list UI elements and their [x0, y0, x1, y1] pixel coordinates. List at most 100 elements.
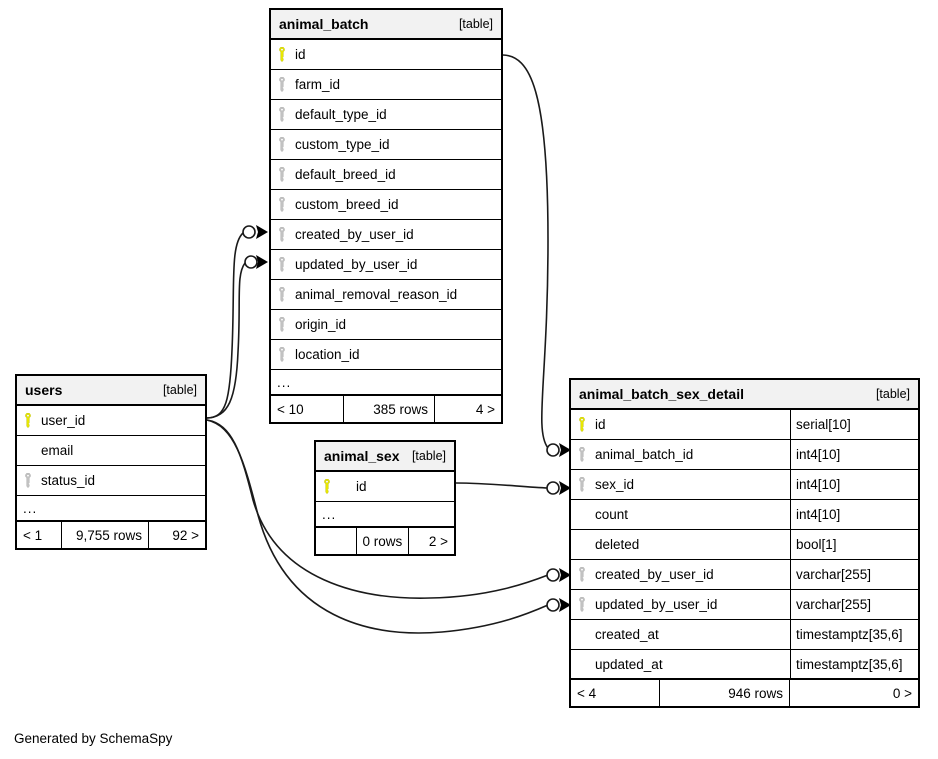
column-type: int4[10]	[790, 440, 918, 469]
column-name: updated_by_user_id	[595, 597, 718, 612]
table-row[interactable]: id serial[10]	[571, 410, 918, 440]
footer-children-count[interactable]: 2 >	[428, 533, 448, 549]
column-name: origin_id	[295, 317, 347, 332]
table-row[interactable]: status_id	[17, 466, 205, 496]
table-header: users [table]	[17, 376, 205, 406]
column-name: custom_type_id	[295, 137, 390, 152]
no-key-spacer	[571, 500, 593, 529]
table-row[interactable]: default_breed_id	[271, 160, 501, 190]
footer-children-count[interactable]: 92 >	[172, 527, 199, 543]
table-row[interactable]: deleted bool[1]	[571, 530, 918, 560]
table-row[interactable]: created_by_user_id	[271, 220, 501, 250]
edge-circle-marker	[546, 568, 560, 582]
edge-circle-marker	[546, 481, 560, 495]
foreign-key-icon	[271, 220, 293, 249]
table-users[interactable]: users [table] user_id email status_id ..…	[15, 374, 207, 550]
table-row[interactable]: custom_breed_id	[271, 190, 501, 220]
table-animal-batch-sex-detail[interactable]: animal_batch_sex_detail [table] id seria…	[569, 378, 920, 708]
footer-children-count[interactable]: 0 >	[892, 685, 912, 701]
table-title: animal_batch	[279, 16, 369, 32]
foreign-key-icon	[271, 100, 293, 129]
generated-by-credit: Generated by SchemaSpy	[14, 731, 173, 746]
column-type: serial[10]	[790, 410, 918, 439]
table-row[interactable]: default_type_id	[271, 100, 501, 130]
footer-row-count: 385 rows	[343, 396, 435, 422]
no-key-spacer	[17, 436, 39, 465]
edge-circle-marker	[244, 255, 258, 269]
foreign-key-icon	[271, 130, 293, 159]
table-animal-batch[interactable]: animal_batch [table] id farm_id default_…	[269, 8, 503, 424]
table-footer: < 4 946 rows 0 >	[571, 680, 918, 706]
column-name: default_type_id	[295, 107, 387, 122]
no-key-spacer	[571, 530, 593, 559]
edge-users-to-batch-updated-by	[206, 262, 246, 419]
edge-animal-sex-id-to-detail-sex	[455, 482, 549, 489]
table-footer: 0 rows 2 >	[316, 528, 454, 554]
footer-parents-count[interactable]: < 10	[277, 401, 304, 417]
footer-parents-count[interactable]: < 4	[577, 685, 597, 701]
foreign-key-icon	[271, 310, 293, 339]
column-name: status_id	[41, 473, 96, 488]
table-animal-sex[interactable]: animal_sex [table] id ... 0 rows 2 >	[314, 440, 456, 556]
table-row[interactable]: updated_by_user_id	[271, 250, 501, 280]
table-row[interactable]: id	[271, 40, 501, 70]
footer-parents-count[interactable]: < 1	[23, 527, 43, 543]
edge-arrow-marker	[559, 598, 571, 612]
edge-arrow-marker	[256, 255, 268, 269]
table-type-tag: [table]	[411, 449, 446, 463]
foreign-key-icon	[271, 190, 293, 219]
foreign-key-icon	[271, 160, 293, 189]
footer-parents-count[interactable]	[316, 528, 356, 554]
foreign-key-icon	[271, 70, 293, 99]
column-type: bool[1]	[790, 530, 918, 559]
column-name: id	[295, 47, 306, 62]
table-header: animal_batch [table]	[271, 10, 501, 40]
table-row[interactable]: updated_by_user_id varchar[255]	[571, 590, 918, 620]
table-footer: < 1 9,755 rows 92 >	[17, 522, 205, 548]
table-row[interactable]: sex_id int4[10]	[571, 470, 918, 500]
table-type-tag: [table]	[458, 17, 493, 31]
primary-key-icon	[271, 40, 293, 69]
primary-key-icon	[316, 472, 338, 501]
column-type: varchar[255]	[790, 560, 918, 589]
column-type: int4[10]	[790, 470, 918, 499]
table-footer: < 10 385 rows 4 >	[271, 396, 501, 422]
column-name: id	[356, 479, 367, 494]
footer-children-count[interactable]: 4 >	[475, 401, 495, 417]
table-row[interactable]: user_id	[17, 406, 205, 436]
column-name: created_by_user_id	[595, 567, 714, 582]
table-row[interactable]: custom_type_id	[271, 130, 501, 160]
table-row[interactable]: origin_id	[271, 310, 501, 340]
table-row[interactable]: animal_removal_reason_id	[271, 280, 501, 310]
column-type: varchar[255]	[790, 590, 918, 619]
table-row[interactable]: created_by_user_id varchar[255]	[571, 560, 918, 590]
column-type: int4[10]	[790, 500, 918, 529]
table-row[interactable]: id	[316, 472, 454, 502]
more-columns-indicator: ...	[271, 370, 501, 396]
table-title: animal_sex	[324, 448, 400, 464]
table-row[interactable]: location_id	[271, 340, 501, 370]
edge-circle-marker	[546, 443, 560, 457]
table-header: animal_batch_sex_detail [table]	[571, 380, 918, 410]
table-row[interactable]: updated_at timestamptz[35,6]	[571, 650, 918, 680]
table-row[interactable]: email	[17, 436, 205, 466]
foreign-key-icon	[571, 590, 593, 619]
column-name: custom_breed_id	[295, 197, 399, 212]
column-name: default_breed_id	[295, 167, 396, 182]
foreign-key-icon	[271, 280, 293, 309]
table-row[interactable]: count int4[10]	[571, 500, 918, 530]
footer-row-count: 9,755 rows	[61, 522, 149, 548]
foreign-key-icon	[271, 340, 293, 369]
column-name: farm_id	[295, 77, 341, 92]
table-type-tag: [table]	[162, 383, 197, 397]
column-name: sex_id	[595, 477, 635, 492]
column-name: location_id	[295, 347, 360, 362]
edge-users-to-detail-updated-by	[206, 419, 549, 634]
table-row[interactable]: animal_batch_id int4[10]	[571, 440, 918, 470]
table-row[interactable]: created_at timestamptz[35,6]	[571, 620, 918, 650]
primary-key-icon	[571, 410, 593, 439]
footer-row-count: 946 rows	[659, 680, 790, 706]
column-name: updated_at	[595, 656, 663, 672]
table-row[interactable]: farm_id	[271, 70, 501, 100]
edge-arrow-marker	[559, 443, 571, 457]
